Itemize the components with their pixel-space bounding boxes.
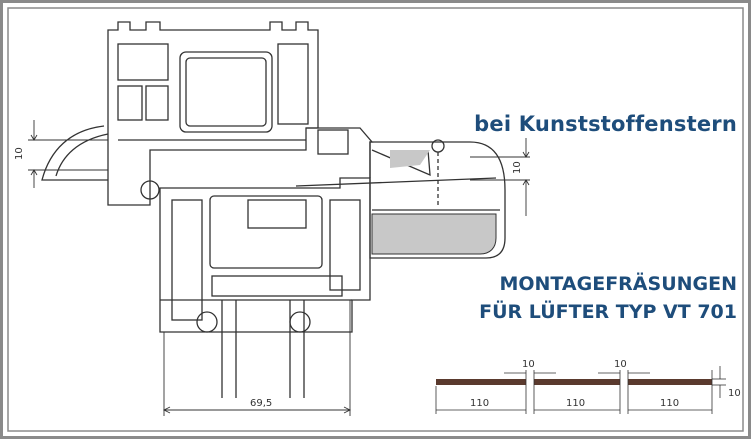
frame-legs xyxy=(221,300,305,398)
connector-block xyxy=(317,129,349,155)
slot-strip xyxy=(435,366,726,414)
sash-chamber-1 xyxy=(117,43,169,81)
dim-right-label: 10 xyxy=(512,161,523,174)
glazing-bead xyxy=(41,125,108,181)
slot-gap-1-label: 10 xyxy=(522,359,535,370)
air-line xyxy=(295,177,497,187)
gasket-sash xyxy=(140,180,160,200)
frame-chamber-right xyxy=(329,199,361,291)
heading-secondary: MONTAGEFRÄSUNGEN FÜR LÜFTER TYP VT 701 xyxy=(479,270,737,326)
sash-chamber-2 xyxy=(117,85,143,121)
frame-chamber-top xyxy=(247,199,307,229)
glass-inner xyxy=(185,57,267,127)
slot-3 xyxy=(628,379,712,385)
sash-chamber-3 xyxy=(145,85,169,121)
slot-1 xyxy=(436,379,526,385)
dim-right xyxy=(470,138,530,216)
frame-chamber-bottom xyxy=(211,275,343,297)
slot-gap-2-label: 10 xyxy=(614,359,627,370)
frame-chamber-main xyxy=(209,195,323,269)
inner-border xyxy=(7,7,744,432)
heading-secondary-line2: FÜR LÜFTER TYP VT 701 xyxy=(479,301,737,323)
sash-profile xyxy=(107,21,319,206)
gasket-left xyxy=(196,311,218,333)
sash-chamber-4 xyxy=(277,43,309,125)
flap-fill xyxy=(390,150,430,168)
heading-main: bei Kunststoffenstern xyxy=(474,112,737,136)
dim-left-label: 10 xyxy=(14,147,25,160)
slot-length-2-label: 110 xyxy=(566,398,585,409)
slot-length-1-label: 110 xyxy=(470,398,489,409)
window-profile xyxy=(41,21,506,398)
slot-2 xyxy=(534,379,620,385)
slot-thickness-label: 10 xyxy=(728,388,741,399)
slot-length-3-label: 110 xyxy=(660,398,679,409)
dim-bottom xyxy=(162,300,352,416)
dim-bottom-label: 69,5 xyxy=(250,398,272,409)
frame-chamber-left xyxy=(171,199,203,321)
glass-chamber xyxy=(179,51,273,133)
glazing-bead-inner xyxy=(55,133,109,177)
ventilator-fill xyxy=(371,213,497,255)
dim-left xyxy=(28,120,108,188)
ventilator-housing xyxy=(369,141,506,259)
heading-secondary-line1: MONTAGEFRÄSUNGEN xyxy=(499,273,737,295)
gasket-right xyxy=(289,311,311,333)
